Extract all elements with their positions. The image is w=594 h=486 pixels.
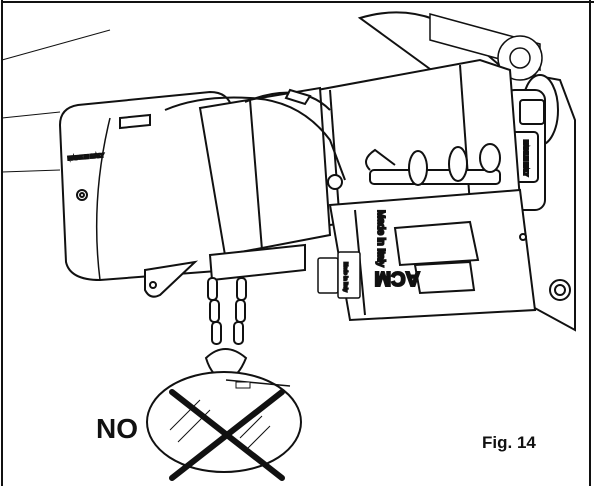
bottom-bracket — [144, 260, 199, 298]
wall-lines — [1, 29, 111, 173]
no-label: NO — [96, 413, 138, 444]
connector-marking: Made in Italy — [342, 262, 348, 292]
motor-marking: Made in Italy — [375, 210, 386, 267]
cross-out-icon — [169, 389, 285, 481]
housing-right-marking: MADE IN ITALY — [522, 140, 528, 177]
hanging-weight — [146, 348, 302, 473]
middle-housing — [198, 86, 332, 282]
figure-label: Fig. 14 — [482, 433, 536, 452]
motor-logo: ACM — [374, 267, 420, 289]
electric-motor: ACM Made in Italy — [328, 188, 537, 322]
left-housing: MADE IN ITALY — [58, 90, 250, 282]
housing-left-marking: MADE IN ITALY — [68, 153, 105, 162]
terminal-block: Made in Italy — [317, 251, 361, 299]
wire-loop — [164, 88, 346, 190]
chain — [207, 277, 247, 345]
limit-switch-gears — [365, 143, 501, 186]
